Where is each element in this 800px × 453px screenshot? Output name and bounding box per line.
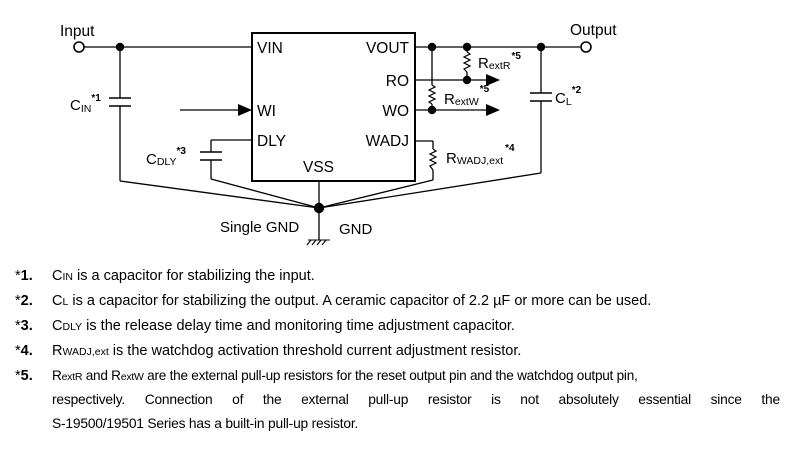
junction-dot xyxy=(115,42,125,52)
note-number: 3. xyxy=(20,318,33,334)
rextr-label: RextR*5 xyxy=(478,51,521,72)
note-number: 5. xyxy=(20,368,33,384)
pin-vin: VIN xyxy=(257,40,283,57)
cin-gnd-wire xyxy=(119,180,320,209)
junction-dot xyxy=(462,75,472,85)
note-number: 1. xyxy=(20,268,33,284)
output-terminal xyxy=(580,41,592,53)
arrows xyxy=(238,74,500,116)
resistors xyxy=(427,51,472,171)
rwadj-gnd-wire xyxy=(318,179,434,209)
wires xyxy=(84,46,580,240)
junction-dot xyxy=(427,105,437,115)
pin-wadj: WADJ xyxy=(366,133,409,150)
junction-dot xyxy=(536,42,546,52)
note-text: RWADJ,ext is the watchdog activation thr… xyxy=(52,343,522,359)
single-gnd-label: Single GND xyxy=(220,219,299,236)
output-label: Output xyxy=(570,22,617,39)
circuit-schematic: Input Output Single GND GND VIN VOUT RO … xyxy=(60,22,617,246)
ground-icon xyxy=(306,239,330,246)
rwadj-resistor xyxy=(428,148,438,171)
pin-ro: RO xyxy=(386,73,409,90)
gnd-label: GND xyxy=(339,221,373,238)
capacitors xyxy=(109,92,552,161)
junction-dot xyxy=(427,42,437,52)
pin-wi: WI xyxy=(257,103,276,120)
junctions xyxy=(115,42,546,214)
ic-package xyxy=(251,32,416,182)
junction-dot xyxy=(462,42,472,52)
note-number: 4. xyxy=(20,343,33,359)
wo-arrow-icon xyxy=(486,104,500,116)
note-text-line-3: S-19500/19501 Series has a built-in pull… xyxy=(52,416,359,431)
pin-dly: DLY xyxy=(257,133,286,150)
note-text: CIN is a capacitor for stabilizing the i… xyxy=(52,268,315,284)
pin-wo: WO xyxy=(382,103,409,120)
input-label: Input xyxy=(60,23,95,40)
rwadj-label: RWADJ,ext*4 xyxy=(446,143,515,167)
wi-arrow-icon xyxy=(238,104,252,116)
cdly-gnd-wire xyxy=(210,178,320,209)
cdly-label: CDLY*3 xyxy=(146,146,186,168)
cl-label: CL*2 xyxy=(555,85,582,108)
note-text: CDLY is the release delay time and monit… xyxy=(52,318,515,334)
note-text-line-1: RextR and RextW are the external pull-up… xyxy=(52,368,638,383)
pin-vss: VSS xyxy=(303,159,334,176)
rextw-label: RextW*5 xyxy=(444,84,490,108)
pin-vout: VOUT xyxy=(366,40,410,57)
note-text-line-2: respectively. Connection of the external… xyxy=(52,392,780,407)
cl-gnd-wire xyxy=(318,172,542,209)
ro-arrow-icon xyxy=(486,74,500,86)
gnd-junction-dot xyxy=(313,202,325,214)
rextw-resistor xyxy=(427,84,437,105)
note-number: 2. xyxy=(20,293,33,309)
cin-label: CIN*1 xyxy=(70,93,101,115)
input-terminal xyxy=(73,41,85,53)
rextr-resistor xyxy=(462,51,472,73)
note-text: CL is a capacitor for stabilizing the ou… xyxy=(52,293,652,309)
